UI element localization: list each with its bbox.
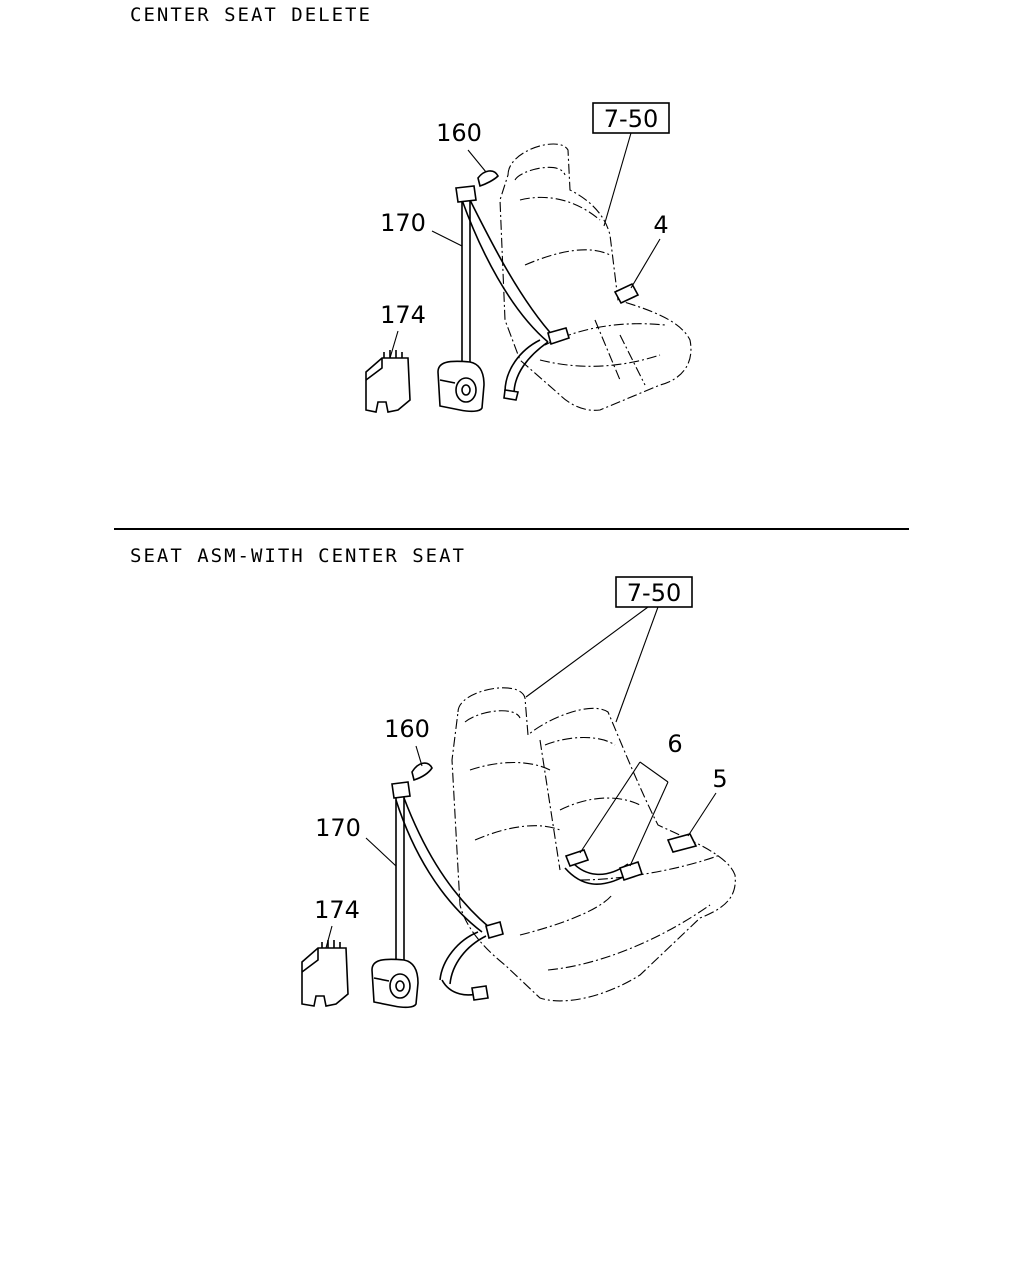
- buckle-part-4[interactable]: [613, 282, 640, 305]
- callout-174: 174: [314, 896, 360, 924]
- ref-box-label: 7-50: [604, 105, 658, 133]
- buckle-part-5[interactable]: [666, 833, 698, 853]
- ref-box-7-50[interactable]: 7-50: [615, 576, 693, 608]
- seat-belt-part-170[interactable]: [391, 781, 504, 1001]
- section-divider: [114, 528, 909, 530]
- diagram-center-seat-delete: 7-50 4 170 160: [365, 102, 692, 413]
- diagram-seat-asm-with-center-seat: 7-50 5 6: [301, 576, 736, 1009]
- retractor[interactable]: [437, 360, 485, 413]
- seat-belt-part-170[interactable]: [455, 185, 570, 401]
- callout-6: 6: [667, 730, 682, 758]
- section-title-seat-asm-with-center-seat: SEAT ASM-WITH CENTER SEAT: [130, 545, 466, 567]
- cover-part-174[interactable]: [301, 940, 349, 1007]
- callout-170: 170: [380, 209, 426, 237]
- callout-160: 160: [384, 715, 430, 743]
- callout-5: 5: [712, 765, 727, 793]
- callout-160: 160: [436, 119, 482, 147]
- front-seat: [499, 143, 692, 411]
- cover-part-160[interactable]: [411, 762, 433, 782]
- bench-seat: [451, 687, 736, 1002]
- callout-4: 4: [653, 211, 668, 239]
- ref-box-7-50[interactable]: 7-50: [592, 102, 670, 134]
- ref-box-label: 7-50: [627, 579, 681, 607]
- cover-part-174[interactable]: [365, 350, 411, 413]
- lap-belt-part-6[interactable]: [564, 849, 644, 885]
- callout-170: 170: [315, 814, 361, 842]
- callout-174: 174: [380, 301, 426, 329]
- retractor[interactable]: [371, 958, 419, 1009]
- section-title-center-seat-delete: CENTER SEAT DELETE: [130, 4, 372, 26]
- cover-part-160[interactable]: [477, 170, 499, 188]
